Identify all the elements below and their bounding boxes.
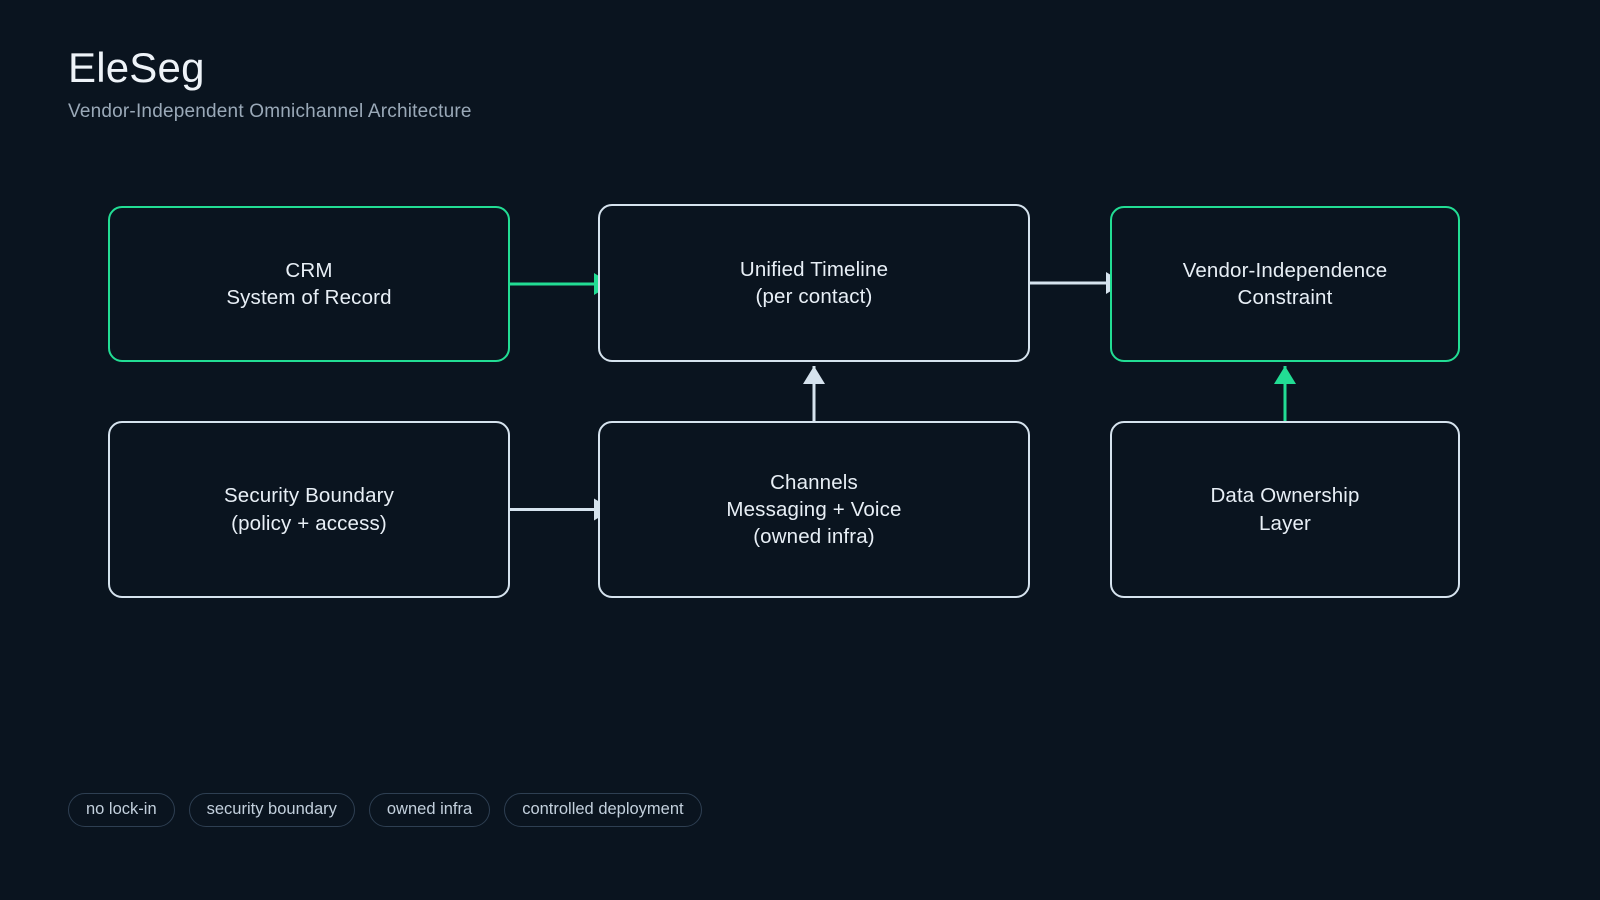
- node-security[interactable]: Security Boundary (policy + access): [108, 421, 510, 598]
- node-label: Channels Messaging + Voice (owned infra): [726, 470, 902, 549]
- tag-chip[interactable]: security boundary: [188, 793, 355, 827]
- tag-list: no lock-in security boundary owned infra co…: [68, 793, 702, 827]
- page-subtitle: Vendor-Independent Omnichannel Architect…: [68, 101, 472, 123]
- tag-chip[interactable]: controlled deployment: [504, 793, 702, 827]
- node-dataown[interactable]: Data Ownership Layer: [1110, 421, 1460, 598]
- node-label: Security Boundary (policy + access): [223, 484, 395, 535]
- node-label: Vendor-Independence Constraint: [1182, 258, 1388, 309]
- node-crm[interactable]: CRM System of Record: [108, 206, 510, 362]
- tag-chip[interactable]: owned infra: [368, 793, 491, 827]
- node-vendor[interactable]: Vendor-Independence Constraint: [1110, 206, 1460, 362]
- node-timeline[interactable]: Unified Timeline (per contact): [598, 204, 1030, 362]
- node-label: Data Ownership Layer: [1210, 484, 1360, 535]
- page-title: EleSeg: [68, 44, 205, 91]
- edge-crm-to-timeline: [510, 273, 612, 295]
- tag-chip[interactable]: no lock-in: [68, 793, 175, 827]
- node-label: CRM System of Record: [226, 258, 392, 309]
- edge-security-to-channels: [510, 498, 612, 521]
- node-label: Unified Timeline (per contact): [739, 257, 889, 308]
- edge-channels-to-timeline: [803, 366, 825, 421]
- arrowhead-icon: [1274, 366, 1296, 384]
- header: EleSeg Vendor-Independent Omnichannel Ar…: [68, 44, 472, 123]
- edge-dataown-to-vendor: [1274, 366, 1296, 421]
- arrowhead-icon: [803, 366, 825, 384]
- node-channels[interactable]: Channels Messaging + Voice (owned infra): [598, 421, 1030, 598]
